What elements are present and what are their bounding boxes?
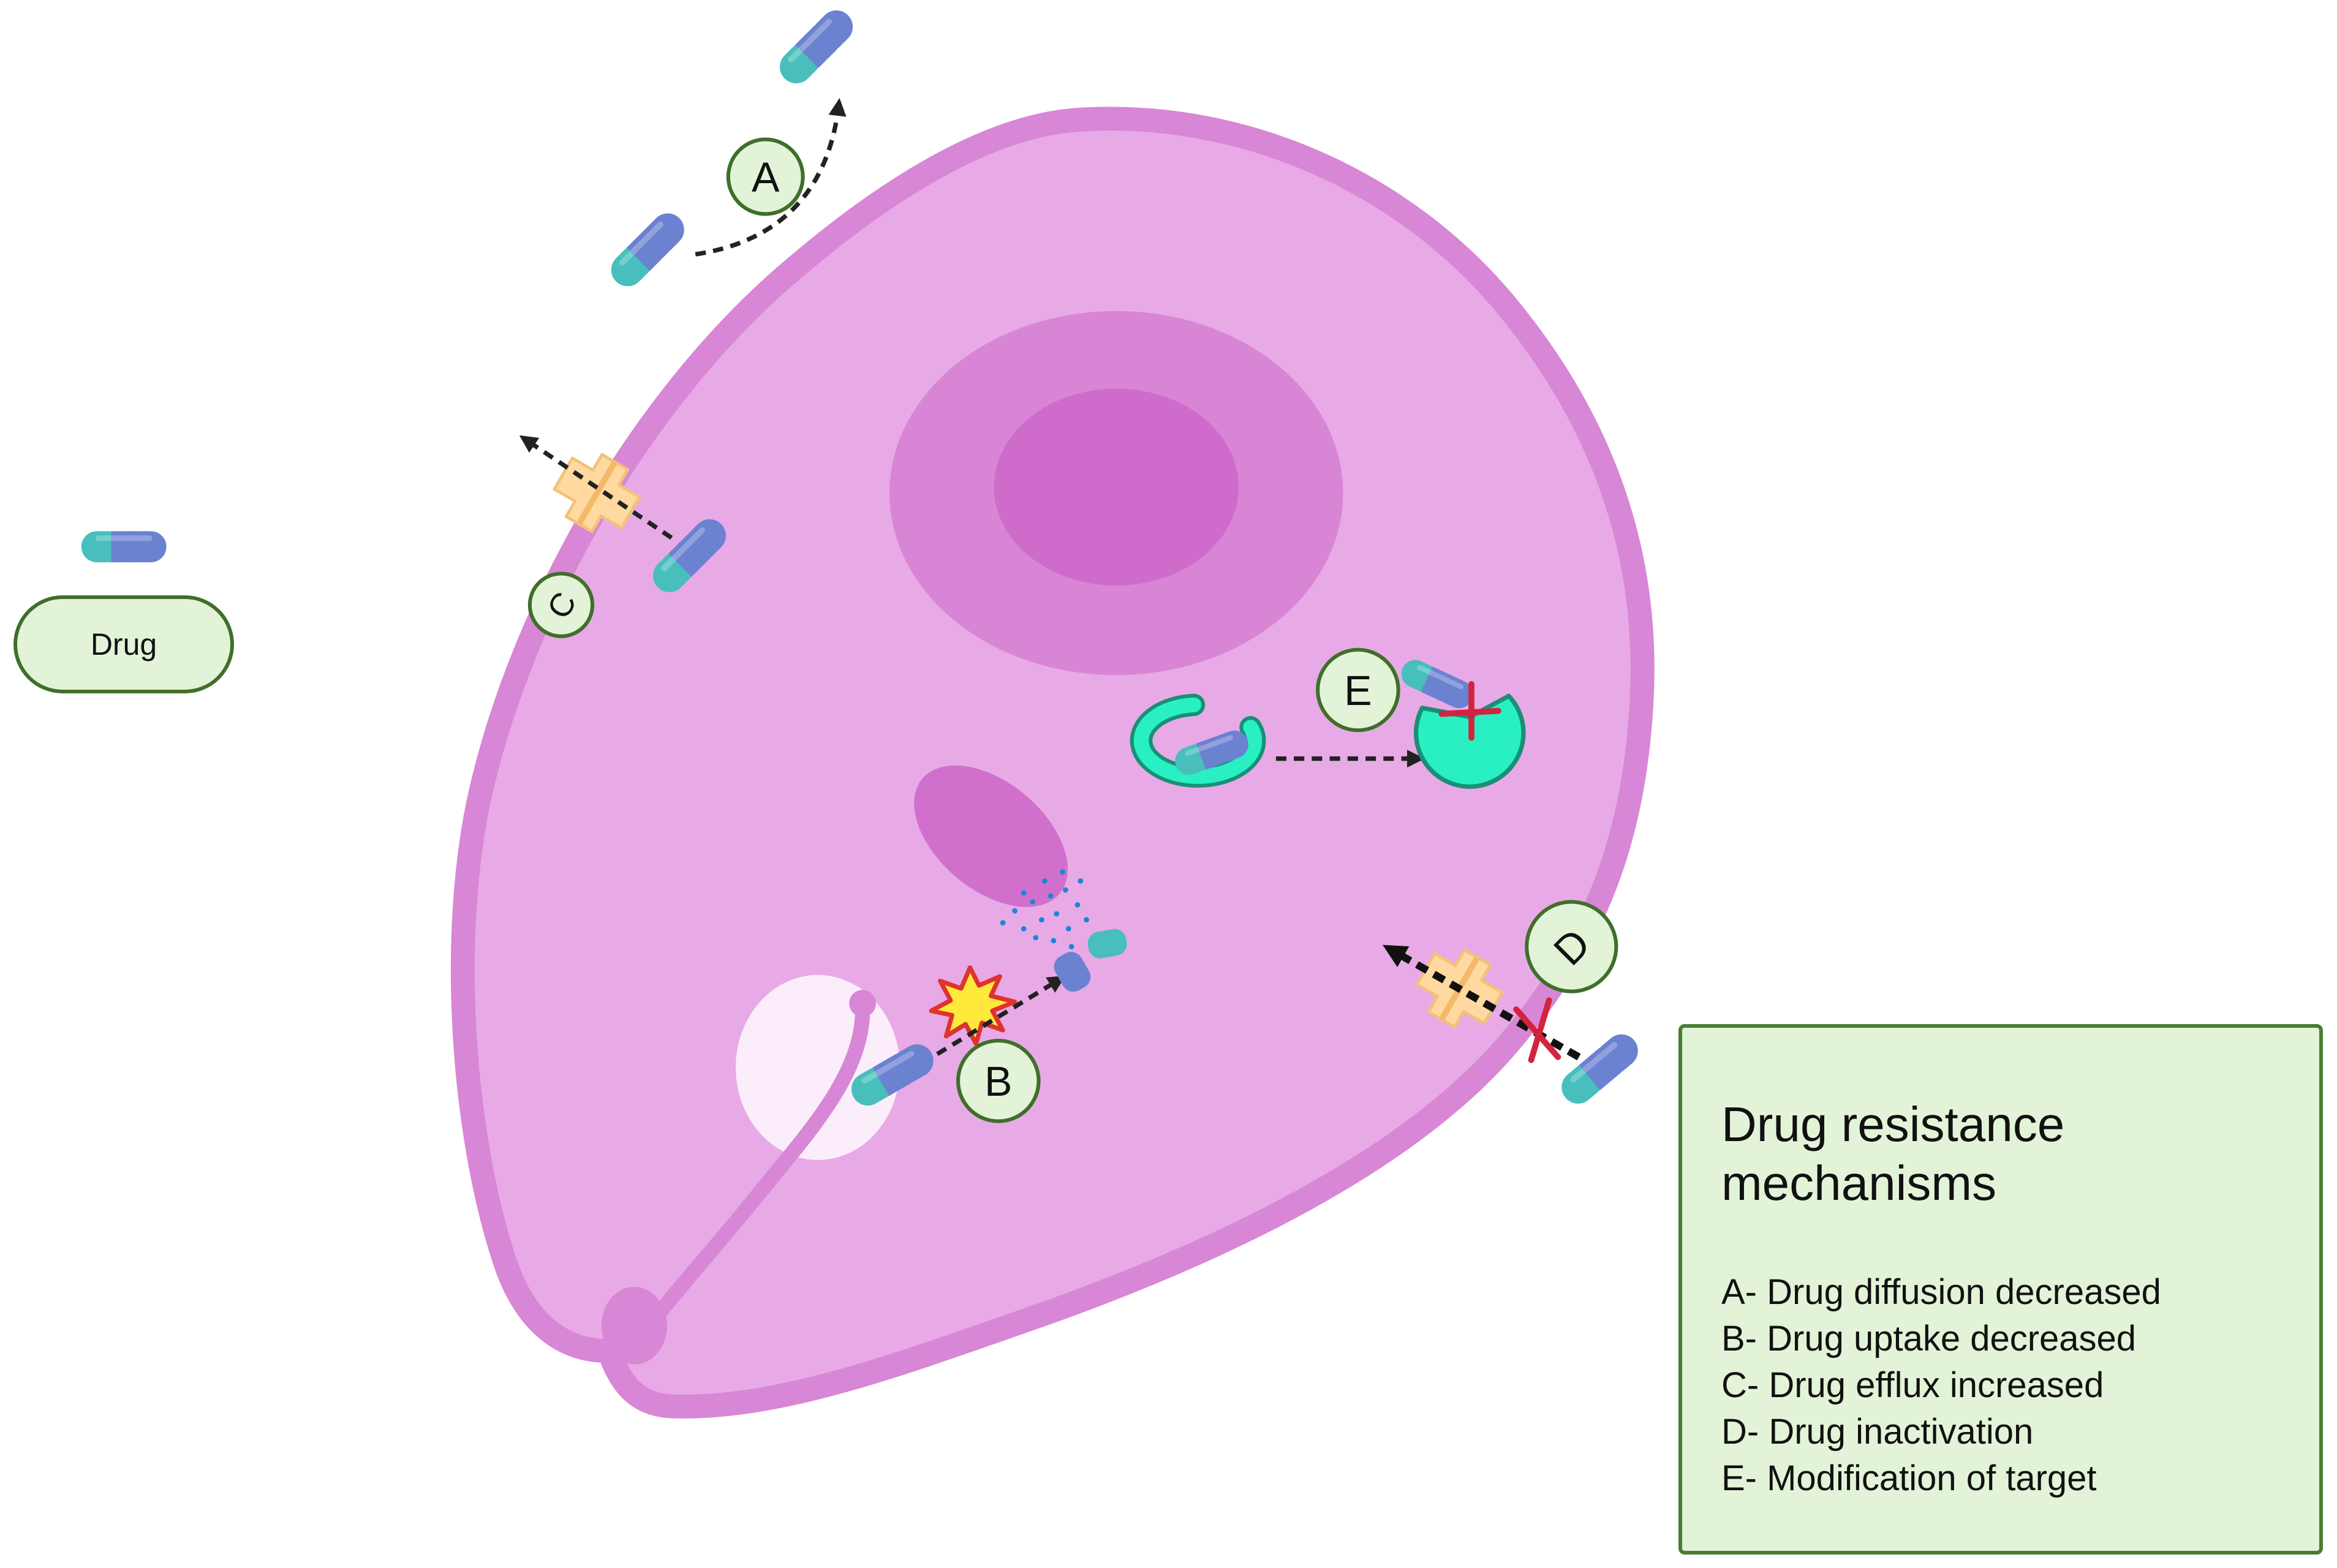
svg-text:B: B [984,1058,1013,1105]
key-label-text: Drug [90,627,157,662]
legend-item-a: A- Drug diffusion decreased [1721,1272,2161,1312]
marker-c: C [527,571,595,638]
capsule-icon [772,3,860,91]
flagellar-pocket [849,990,877,1017]
basal-body [601,1286,667,1365]
svg-text:A: A [752,154,780,201]
marker-d: D [1525,900,1618,993]
drug-fragments [1000,869,1089,949]
cross-mark-icon [1513,997,1561,1063]
legend-box: Drug resistance mechanisms A- Drug diffu… [1678,1024,2323,1555]
legend-item-d: D- Drug inactivation [1721,1412,2034,1452]
broken-capsule-icon [1054,929,1127,992]
svg-text:E: E [1344,668,1372,714]
enzyme-drug-complex [1130,693,1266,788]
capsule-icon [81,531,167,563]
marker-a: A [726,137,805,216]
legend-item-c: C- Drug efflux increased [1721,1365,2104,1405]
arrow-a [695,97,847,257]
legend-list: A- Drug diffusion decreased B- Drug upta… [1721,1269,2295,1502]
nucleolus [994,388,1239,586]
marker-b: B [956,1038,1041,1123]
burst-icon [929,965,1017,1046]
legend-item-e: E- Modification of target [1721,1458,2097,1498]
arrow-c [519,435,673,540]
legend-title: Drug resistance mechanisms [1721,1097,2065,1210]
arrow-d [1382,944,1581,1061]
arrow-b [935,976,1066,1057]
capsule-icon [1555,1027,1645,1110]
cross-mark-icon [1438,680,1501,741]
capsule-icon [604,206,691,293]
enzyme-icon [1413,693,1526,789]
legend-item-b: B- Drug uptake decreased [1721,1319,2137,1359]
marker-e: E [1316,647,1400,733]
organelle [914,765,1068,907]
key-label: Drug [13,595,234,693]
